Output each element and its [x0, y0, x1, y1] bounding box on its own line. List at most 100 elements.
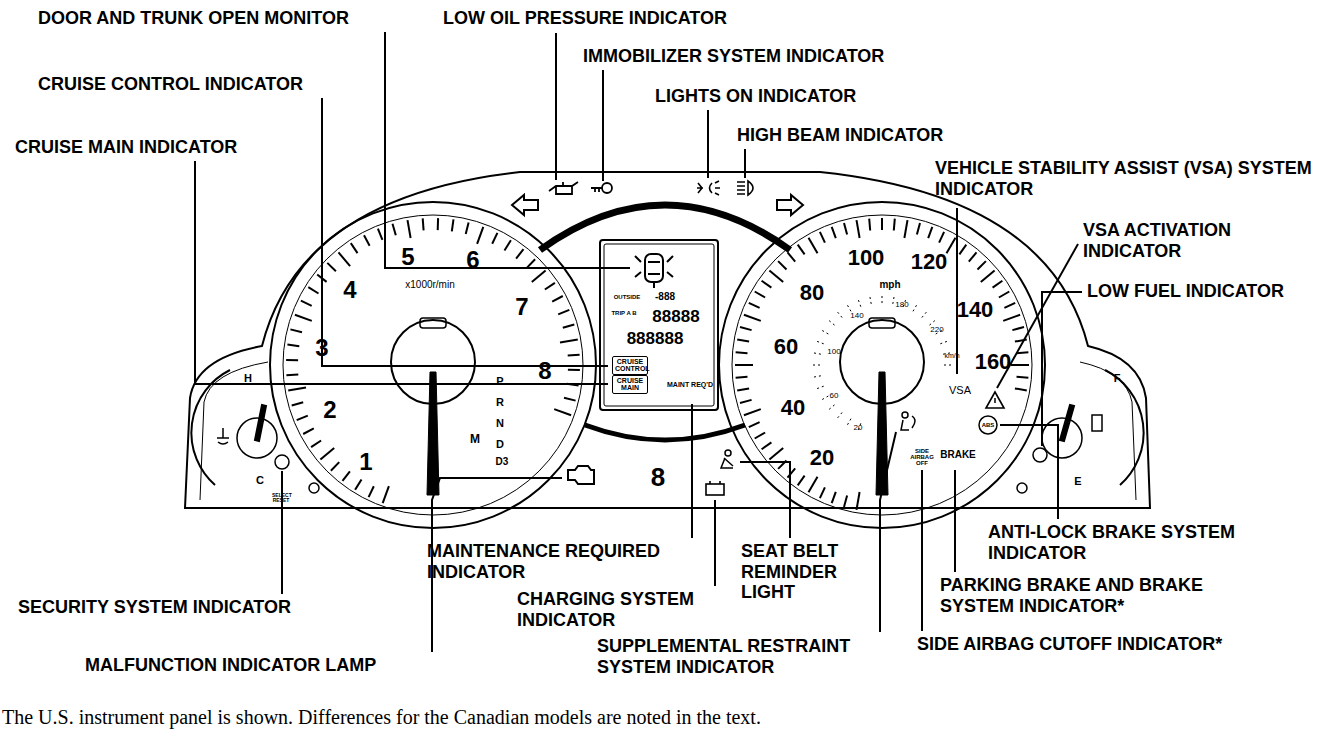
cruise-control-box: CRUISE CONTROL [612, 356, 648, 375]
tach-hub-cap [420, 318, 446, 328]
callout-label: SIDE AIRBAG CUTOFF INDICATOR* [917, 634, 1222, 655]
dial-tick [769, 448, 783, 460]
dial-tick [339, 252, 351, 266]
srs-icon [902, 412, 908, 418]
dial-tick [993, 281, 1003, 288]
speed-number: 60 [774, 334, 798, 359]
bezel-outline [185, 172, 1150, 508]
display-arc [585, 425, 745, 440]
speedo-hub-cap [869, 318, 895, 328]
dial-tick [762, 442, 772, 449]
dial-tick [452, 219, 454, 231]
dial-tick [1003, 315, 1020, 321]
display-digits: 88888 [652, 307, 699, 327]
seat-belt-icon [725, 450, 731, 456]
callout-label: CRUISE CONTROL INDICATOR [38, 74, 303, 95]
dial-tick [869, 219, 870, 231]
callout-label: HIGH BEAM INDICATOR [737, 125, 943, 146]
temp-arc [191, 370, 230, 485]
dial-tick [978, 261, 986, 269]
dial-tick [737, 388, 749, 390]
dial-tick [847, 419, 851, 426]
dial-tick [820, 487, 825, 498]
temp-gauge [191, 370, 319, 493]
box-text: CRUISE CONTROL [615, 358, 645, 373]
callout-label: VEHICLE STABILITY ASSIST (VSA) SYSTEM IN… [935, 158, 1335, 199]
speed-number: 80 [800, 280, 824, 305]
dial-tick [568, 354, 580, 357]
dial-tick [740, 327, 752, 330]
dial-tick [560, 340, 578, 343]
dial-tick [545, 283, 555, 290]
gear-letter: M [470, 433, 480, 447]
temp-symbol [217, 428, 229, 444]
dial-tick [744, 409, 761, 415]
callout-label: CRUISE MAIN INDICATOR [15, 137, 237, 158]
dial-tick [778, 261, 786, 269]
leader-line [385, 32, 630, 268]
dial-tick [893, 296, 894, 304]
dial-tick [327, 263, 336, 271]
leader-line [954, 470, 956, 572]
leader-line [281, 471, 283, 594]
dial-tick [969, 252, 977, 261]
dial-tick [928, 227, 932, 238]
high-beam-icon [737, 181, 753, 195]
speedo-ring [732, 215, 1032, 515]
kmh-number: 180 [895, 300, 908, 309]
gear-letter: D [496, 438, 504, 451]
display-text: MAINT REQ'D [667, 381, 713, 389]
fuel-gauge [1017, 370, 1144, 493]
dial-tick [287, 345, 299, 347]
dial-tick [922, 311, 927, 317]
gauge-letter: E [1074, 475, 1081, 488]
abs-text: ABS [982, 422, 995, 429]
kmh-number: 220 [930, 325, 943, 334]
dial-tick [832, 492, 836, 503]
callout-label: VSA ACTIVATION INDICATOR [1083, 220, 1283, 261]
callout-label: LOW OIL PRESSURE INDICATOR [443, 8, 727, 29]
dial-tick [813, 376, 821, 377]
immobilizer-key-head [602, 183, 612, 193]
dial-tick [437, 218, 439, 230]
dial-tick [378, 229, 383, 240]
cruise-main-box: CRUISE MAIN [612, 375, 648, 394]
center-display [600, 240, 718, 410]
speed-number: 120 [911, 249, 948, 274]
tach-number: 2 [323, 396, 336, 424]
dial-tick [505, 240, 511, 250]
dial-tick [913, 304, 917, 311]
dial-tick [1017, 377, 1029, 378]
kmh-unit: km/h [944, 352, 959, 360]
dial-tick [393, 224, 396, 236]
dial-tick [837, 413, 842, 419]
dial-tick [563, 325, 575, 328]
dial-tick [564, 398, 576, 401]
speed-number: 100 [848, 245, 885, 270]
callout-label: SUPPLEMENTAL RESTRAINT SYSTEM INDICATOR [597, 636, 897, 677]
callout-label: LOW FUEL INDICATOR [1087, 281, 1284, 302]
dial-tick [311, 441, 321, 448]
seat-belt-icon [721, 458, 733, 468]
tach-number: 1 [359, 448, 372, 476]
dial-tick [828, 320, 834, 325]
dial-tick [383, 486, 389, 503]
dial-tick [364, 235, 370, 246]
dial-tick [1011, 364, 1029, 366]
leader-line [1042, 292, 1082, 446]
leader-line [555, 33, 557, 180]
dial-tick [809, 477, 818, 493]
speed-number: 40 [781, 395, 805, 420]
dial-tick [939, 232, 944, 243]
dial-tick [999, 292, 1009, 298]
battery-icon [706, 484, 724, 495]
callout-label: DOOR AND TRUNK OPEN MONITOR [38, 8, 349, 29]
leader-line [921, 470, 923, 631]
display-digits: -888 [655, 291, 675, 303]
dial-tick [821, 330, 828, 334]
dial-tick [882, 295, 883, 303]
dial-tick [1015, 388, 1027, 390]
dial-tick [554, 409, 571, 415]
dial-tick [331, 462, 339, 471]
